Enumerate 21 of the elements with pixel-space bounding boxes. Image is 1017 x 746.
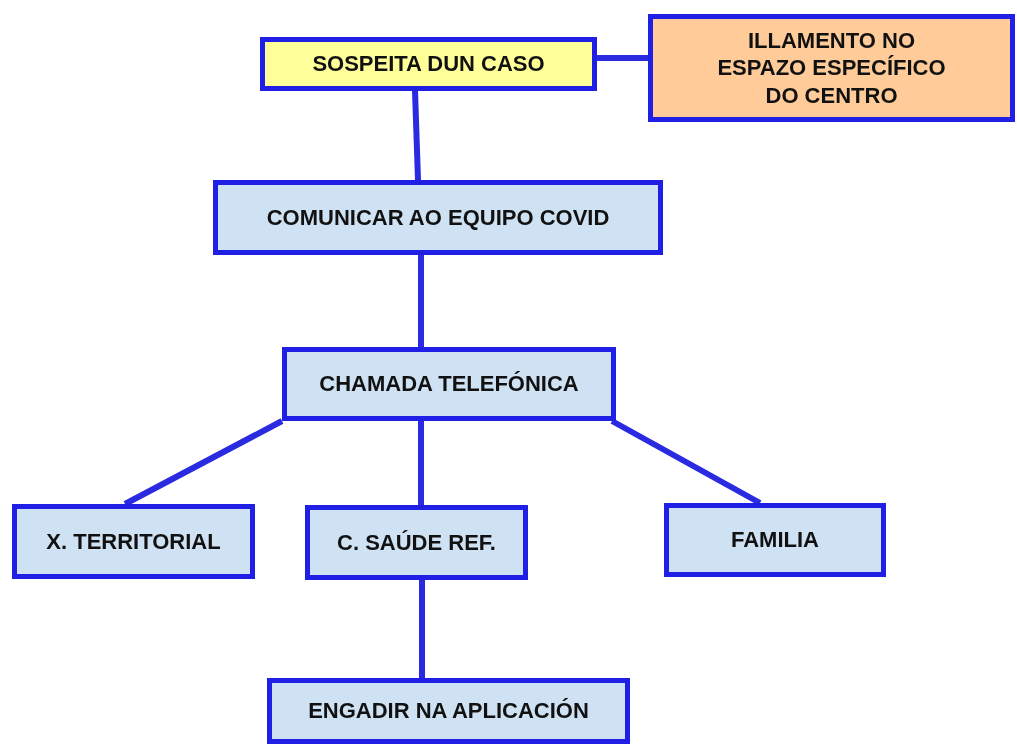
box-label: SOSPEITA DUN CASO — [312, 50, 545, 78]
process-box — [282, 347, 616, 421]
box-label: C. SAÚDE REF. — [337, 528, 496, 557]
process-box — [12, 504, 255, 579]
connector-line — [418, 421, 424, 505]
process-box — [664, 503, 886, 577]
process-box — [260, 37, 597, 91]
process-box — [305, 505, 528, 580]
box-label: FAMILIA — [731, 526, 819, 554]
action-box — [648, 14, 1015, 122]
process-box — [267, 678, 630, 744]
connector-line — [412, 90, 421, 181]
connector-line — [597, 55, 648, 61]
process-box — [213, 180, 663, 255]
connector-line — [419, 580, 425, 678]
box-label: ILLAMENTO NO ESPAZO ESPECÍFICO DO CENTRO — [716, 26, 947, 110]
box-label: X. TERRITORIAL — [46, 527, 221, 556]
box-label: COMUNICAR AO EQUIPO COVID — [266, 203, 610, 232]
connector-line — [418, 255, 424, 347]
box-label: ENGADIR NA APLICACIÓN — [308, 697, 589, 725]
box-label: CHAMADA TELEFÓNICA — [319, 370, 579, 398]
